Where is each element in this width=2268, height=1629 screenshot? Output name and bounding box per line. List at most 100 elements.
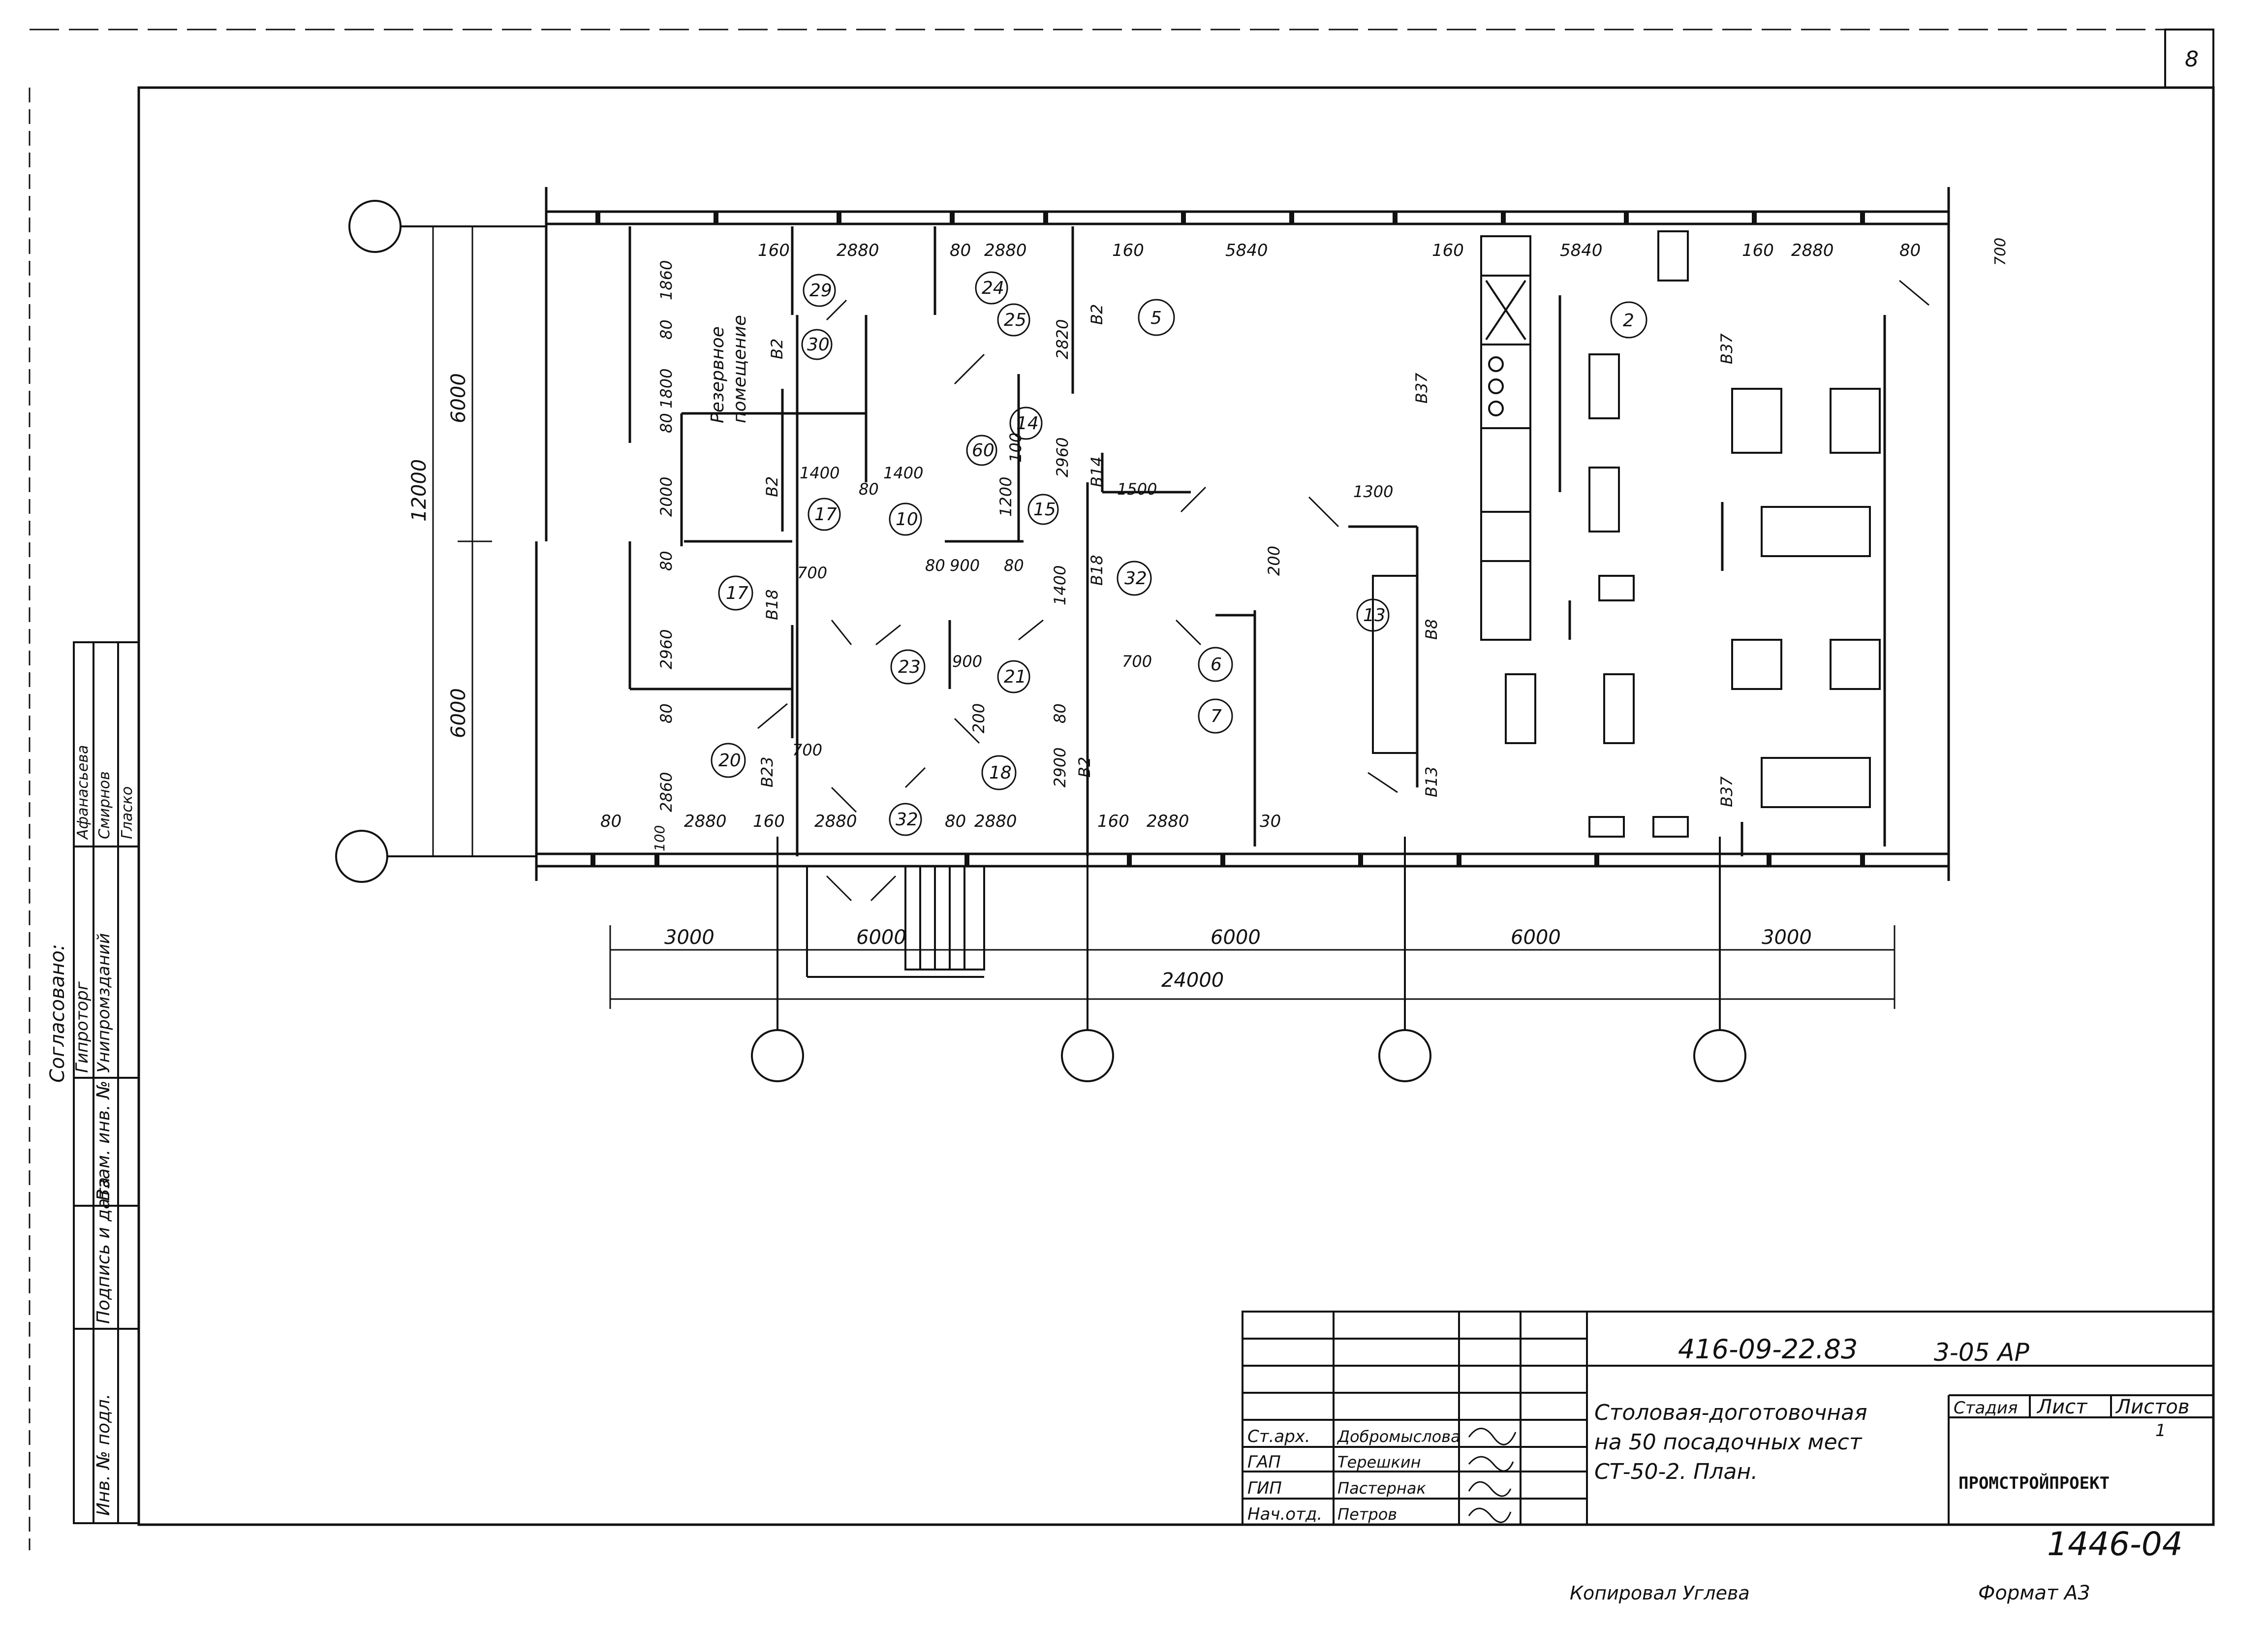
- dim-label: 80: [657, 413, 676, 433]
- dim-label: 2860: [657, 772, 676, 812]
- title-block-text: 416-09-22.83 3-05 АР Столовая-доготовочн…: [1247, 1334, 2189, 1604]
- signature-name-2: Терешкин: [1337, 1453, 1421, 1472]
- dim-label: 80: [1004, 556, 1024, 575]
- dim-label: 1800: [657, 369, 676, 408]
- dining-tables: [1505, 230, 1881, 838]
- wall-mark: В13: [1422, 766, 1441, 797]
- dim-label: 2000: [657, 477, 676, 517]
- dim-label: 2880: [974, 812, 1017, 831]
- wall-mark: В18: [1087, 555, 1106, 586]
- left-stamp: [73, 641, 140, 1524]
- dim-total: 24000: [1161, 969, 1224, 992]
- dim-label: 160: [1432, 241, 1464, 260]
- wall-mark: В2: [768, 339, 786, 359]
- dim-label: 1400: [1051, 565, 1069, 605]
- overall-dimensions: 24000 3000 6000 6000 6000 3000 12000 600…: [408, 373, 1812, 992]
- signature-role-3: ГИП: [1247, 1478, 1282, 1498]
- interior-walls: [628, 226, 1743, 856]
- dim-label: 80: [859, 480, 879, 499]
- doc-suffix: 3-05 АР: [1934, 1338, 2030, 1367]
- signature-scribbles: [1468, 1428, 1517, 1523]
- dim-label: 100: [652, 825, 668, 851]
- dim-label: 2880: [1791, 241, 1834, 260]
- dim-label: 2880: [837, 241, 879, 260]
- dim-vertical-2: 6000: [447, 688, 470, 738]
- reserve-room-label-2: помещение: [730, 315, 750, 423]
- approval-heading: Согласовано:: [46, 944, 69, 1083]
- dim-label: 5840: [1560, 241, 1603, 260]
- room-number: 13: [1363, 605, 1386, 626]
- kitchen-equipment: [1372, 235, 1531, 754]
- dim-bay-5: 3000: [1762, 926, 1812, 949]
- dim-label: 2820: [1053, 319, 1072, 359]
- dim-label: 1500: [1117, 480, 1157, 499]
- dim-label: 160: [1097, 812, 1129, 831]
- left-stamp-labels: Инв. № подл. Подпись и дата Взам. инв. №…: [46, 745, 136, 1516]
- room-number: 60: [972, 440, 994, 461]
- doc-code: 416-09-22.83: [1678, 1334, 1858, 1365]
- room-number: 21: [1004, 667, 1026, 687]
- approval-person-1: Афанасьева: [74, 745, 92, 840]
- dim-label: 160: [758, 241, 790, 260]
- wall-mark: В2: [1075, 757, 1094, 778]
- sheets-count: 1: [2155, 1421, 2166, 1441]
- stamp-sign-label: Подпись и дата: [93, 1177, 114, 1324]
- room-number: 5: [1150, 308, 1162, 328]
- dim-label: 160: [753, 812, 785, 831]
- room-number: 2: [1623, 311, 1634, 331]
- dim-label: 1300: [1353, 482, 1393, 501]
- dim-label: 80: [657, 551, 676, 571]
- dim-label: 1400: [800, 464, 839, 482]
- dim-label: 900: [950, 556, 980, 575]
- dim-label: 80: [600, 812, 621, 831]
- dim-label: 80: [925, 556, 945, 575]
- signature-name-3: Пастернак: [1337, 1479, 1426, 1498]
- dim-bay-1: 3000: [664, 926, 715, 949]
- room-number: 29: [809, 281, 832, 301]
- dim-label: 700: [1992, 238, 2009, 266]
- room-number: 17: [814, 504, 837, 525]
- exterior-walls: [535, 187, 1950, 881]
- room-number: 20: [718, 751, 741, 771]
- dim-bay-2: 6000: [856, 926, 906, 949]
- inventory-number: 1446-04: [2047, 1525, 2183, 1563]
- dim-label: 1860: [657, 260, 676, 300]
- room-numbers: 29 30 24 25 5 2 14 60 15 17 10 32 17 23 …: [718, 278, 1634, 830]
- approval-person-2: Смирнов: [96, 771, 113, 839]
- dim-vertical-1: 6000: [447, 373, 470, 423]
- dim-label: 80: [657, 703, 676, 723]
- dim-label: 80: [945, 812, 966, 831]
- dim-label: 80: [950, 241, 971, 260]
- room-number: 10: [896, 509, 918, 530]
- axis-bubbles: [335, 200, 1746, 1082]
- door-swings: [757, 280, 1929, 902]
- signature-role-4: Нач.отд.: [1247, 1504, 1322, 1524]
- dim-label: 100: [1006, 433, 1025, 463]
- dim-label: 5840: [1225, 241, 1268, 260]
- wall-marks: В2 В2 В2 В37 В37 В37 В14 В18 В18 В8 В13 …: [758, 304, 1736, 807]
- window-marks: [590, 212, 1865, 866]
- wall-mark: В37: [1717, 333, 1736, 364]
- room-number: 6: [1211, 655, 1222, 675]
- wall-mark: В18: [763, 589, 781, 620]
- dim-label: 2900: [1051, 748, 1069, 787]
- dim-label: 200: [1265, 546, 1283, 576]
- stamp-replace-label: Взам. инв. №: [93, 1081, 114, 1201]
- dim-label: 700: [1122, 652, 1152, 671]
- room-number: 32: [1124, 568, 1147, 589]
- dim-label: 200: [969, 703, 988, 733]
- dim-bay-4: 6000: [1511, 926, 1561, 949]
- sheet-number: 8: [2185, 47, 2199, 72]
- dim-label: 2960: [657, 629, 676, 669]
- dim-label: 30: [1260, 812, 1281, 831]
- entrance-steps: [806, 865, 985, 978]
- dim-label: 2880: [984, 241, 1027, 260]
- dim-label: 2880: [1147, 812, 1189, 831]
- room-number: 18: [989, 763, 1012, 783]
- approval-org-1: Гипроторг: [72, 981, 92, 1073]
- wall-mark: В37: [1412, 373, 1431, 404]
- dim-label: 2880: [684, 812, 727, 831]
- dim-label: 160: [1742, 241, 1774, 260]
- dim-label: 80: [1899, 241, 1921, 260]
